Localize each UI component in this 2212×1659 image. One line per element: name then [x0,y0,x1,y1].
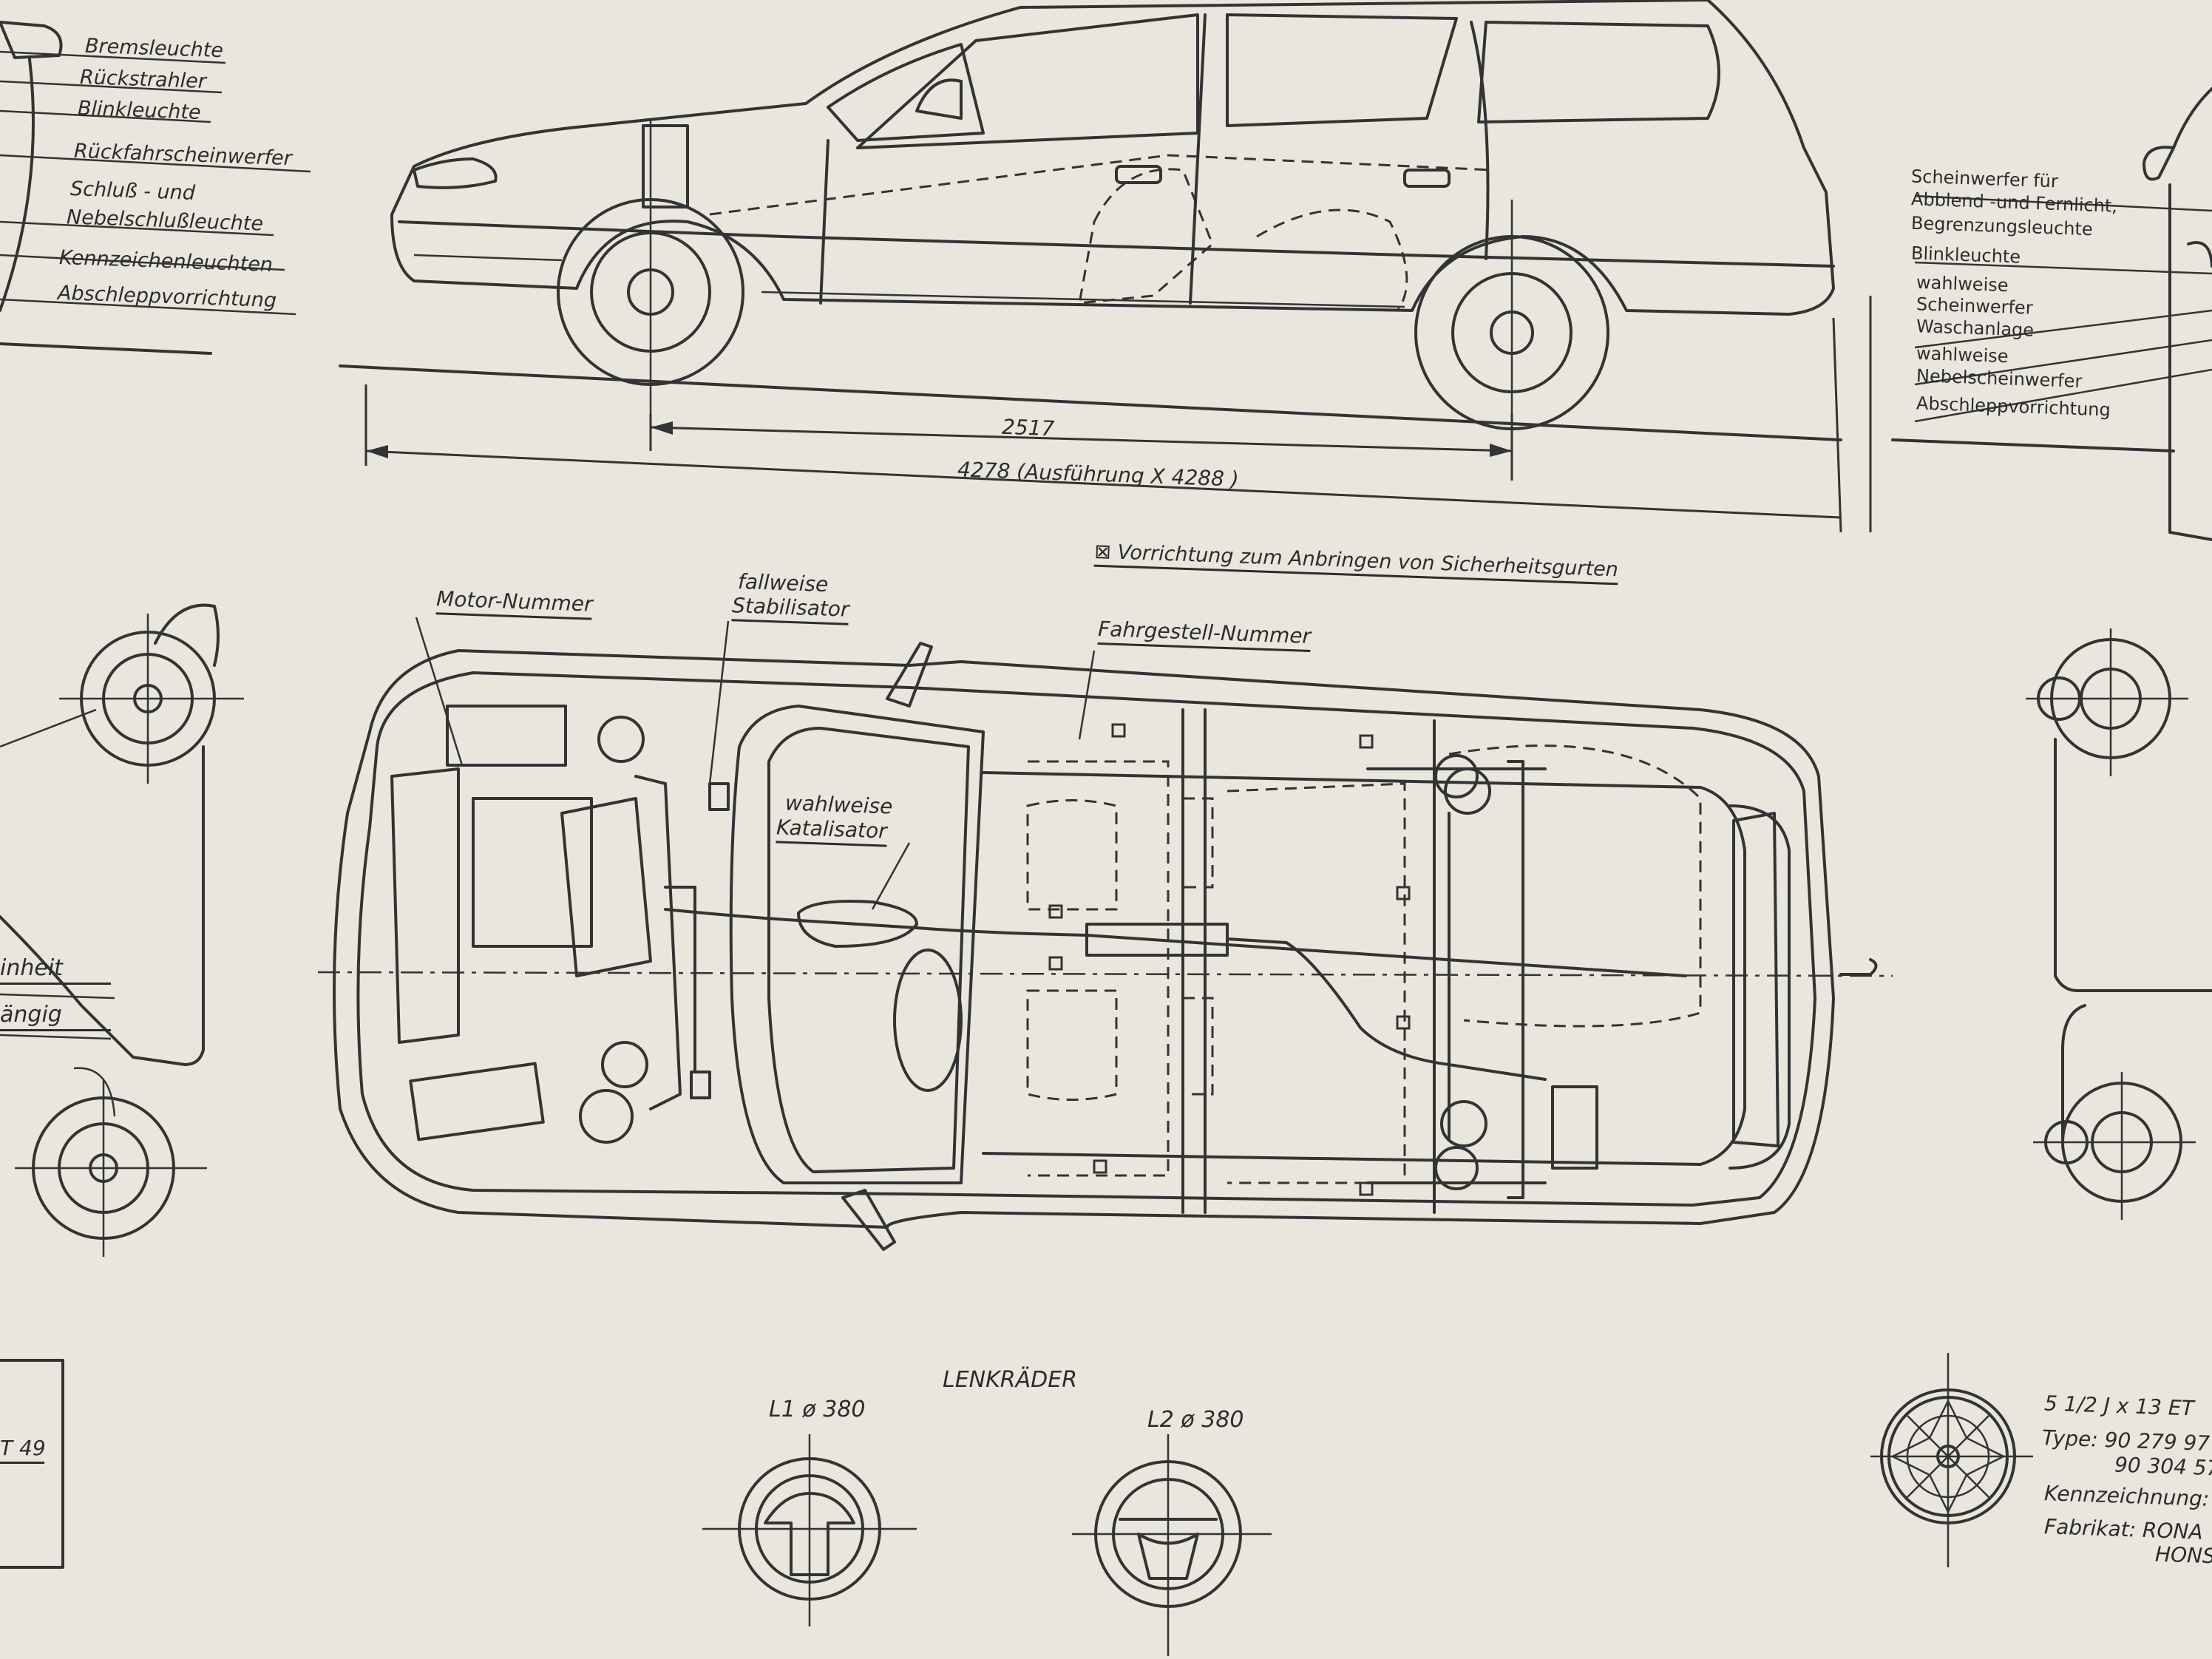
rear-view-partial [0,603,244,1257]
steering-wheel-l2 [1072,1434,1272,1656]
front-view-partial [1891,87,2212,541]
label-scheinwerfer-2: Scheinwerfer [1916,294,2034,319]
label-scheinwerfer: Scheinwerfer für [1910,166,2059,192]
top-view-car [317,642,1893,1251]
label-waschanlage: Waschanlage [1916,316,2035,341]
steering-wheel-l1-label: L1 ø 380 [769,1397,866,1422]
steering-wheels-title: LENKRÄDER [943,1367,1078,1393]
side-view-car [339,0,1872,533]
wheel-make-1: Fabrikat: RONA [2043,1514,2204,1544]
label-nebelscheinwerfer: Nebelscheinwerfer [1916,365,2083,392]
label-box-t49: T 49 [0,1438,46,1464]
left-leader-lines [0,21,311,355]
label-cut-inheit: inheit [0,957,111,985]
wheel-marking: Kennzeichnung: [2043,1481,2210,1511]
wheel-make-2: HONS [2154,1541,2212,1569]
top-leader-lines [415,617,1096,910]
dimension-wheelbase: 2517 [1001,414,1055,441]
label-rueckstrahler: Rückstrahler [79,66,207,93]
label-motor-nummer: Motor-Nummer [435,586,593,620]
label-blinkleuchte-front: Blinkleuchte [1910,242,2021,268]
right-wheel-views [2026,628,2212,1220]
label-stabilisator: Stabilisator [731,593,849,625]
alloy-wheel [1870,1353,2033,1567]
label-schluss: Schluß - und [69,177,196,205]
wheel-type-2: 90 304 57 [2114,1452,2212,1481]
label-wahlweise-kat: wahlweise [784,790,893,819]
label-blinkleuchte-rear: Blinkleuchte [77,97,202,124]
label-wahlweise-2: wahlweise [1916,342,2009,367]
steering-wheel-l2-label: L2 ø 380 [1147,1407,1244,1433]
label-wahlweise-1: wahlweise [1916,271,2009,296]
title-block-partial [0,1359,64,1569]
label-cut-aengig: ängig [0,1004,111,1031]
wheel-size: 5 1/2 J x 13 ET [2043,1391,2195,1421]
wheel-type-1: Type: 90 279 97 [2041,1425,2211,1456]
steering-wheel-l1 [702,1434,917,1626]
seatbelt-marker-icon: ⊠ [1093,540,1119,564]
label-fallweise: fallweise [737,569,829,597]
label-katalisator: Katalisator [776,815,887,847]
label-bremsleuchte: Bremsleuchte [84,34,224,63]
